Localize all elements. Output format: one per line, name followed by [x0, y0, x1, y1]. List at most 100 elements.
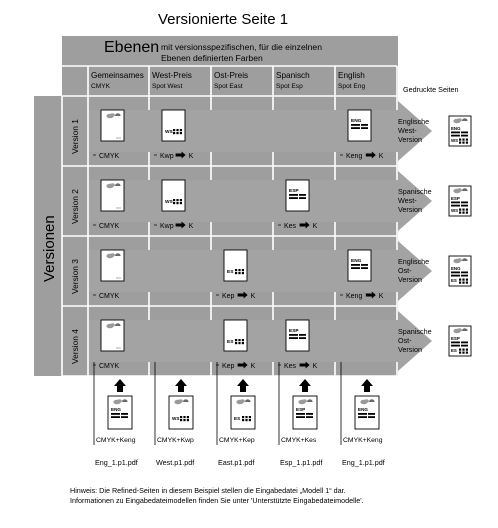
price-dots [238, 272, 241, 275]
text-bars [289, 334, 298, 336]
sun-icon [462, 118, 468, 121]
text-bars [351, 264, 360, 266]
price-dots [462, 138, 465, 141]
price-dots [176, 199, 179, 202]
text-bars [306, 413, 313, 415]
separation-label: Kwp [160, 153, 174, 160]
text-bars [351, 127, 360, 129]
text-bars [451, 134, 460, 137]
separation-label: Kep [222, 363, 235, 370]
version-arrow [89, 311, 432, 371]
printed-price-mark: WS [451, 208, 458, 213]
price-dots [238, 339, 241, 342]
text-bars [361, 267, 368, 269]
text-bars [121, 413, 128, 415]
text-bars [461, 201, 468, 204]
text-bars [451, 201, 460, 204]
layer-spot: Spot Eng [338, 83, 365, 90]
separation-target: K [189, 153, 194, 160]
separation-label: CMYK [99, 153, 120, 160]
separation-label: Keng [346, 293, 362, 300]
eng-mark: ENG [351, 258, 362, 264]
price-dots [462, 348, 465, 351]
esp-mark: ESP [289, 188, 299, 194]
to-arrow [175, 221, 186, 229]
price-dots [465, 351, 468, 354]
cloud-icon [457, 258, 462, 262]
printed-lang-mark: ESP [451, 196, 460, 201]
version-label: Version 1 [70, 119, 80, 154]
version-label: Version 4 [70, 329, 80, 364]
text-bars [351, 267, 360, 269]
printed-lang-mark: ENG [451, 266, 461, 271]
layers-header-frame [62, 36, 398, 66]
layers-heading: Ebenen [104, 39, 159, 56]
printed-page [448, 325, 472, 357]
price-dots [173, 199, 176, 202]
text-bars [368, 416, 375, 418]
layer-page [161, 109, 186, 142]
text-bars [461, 271, 468, 274]
output-version-label: Version [398, 205, 422, 214]
layer-spot: Spot Esp [276, 83, 303, 90]
upload-arrow [237, 379, 249, 392]
price-dots [465, 208, 468, 211]
text-bars [361, 264, 368, 266]
text-bars [299, 334, 306, 336]
separation-label: Kwp [160, 223, 174, 230]
layer-name: Ost-Preis [214, 71, 248, 80]
price-dots [465, 211, 468, 214]
versions-heading: Versionen [41, 215, 58, 282]
version-arrow [89, 241, 432, 301]
output-version-label: Spanische [398, 327, 432, 336]
cloud-icon [457, 118, 462, 122]
text-bars [361, 124, 368, 126]
text-bars [299, 197, 306, 199]
layer-name: Gemeinsames [91, 71, 144, 80]
sun-icon [245, 399, 251, 402]
upload-arrow [175, 379, 187, 392]
output-version-label: Englische [398, 257, 429, 266]
price-dots [459, 278, 462, 281]
separation-target: K [251, 363, 256, 370]
printed-price-mark: ES [451, 348, 457, 353]
output-version-label: Version [398, 275, 422, 284]
text-bars [299, 194, 306, 196]
cloud-icon [240, 399, 245, 403]
input-separations: CMYK+Keng [343, 437, 383, 444]
printed-pages-heading: Gedruckte Seiten [403, 85, 459, 94]
printed-price-mark: WS [451, 138, 458, 143]
to-arrow [237, 291, 248, 299]
input-separations: CMYK+Kep [219, 437, 255, 444]
text-bars [289, 337, 298, 339]
price-dots [245, 419, 248, 422]
to-arrow [365, 291, 376, 299]
sun-icon [462, 188, 468, 191]
separation-target: K [313, 363, 318, 370]
sun-icon [307, 399, 313, 402]
output-version-label: Englische [398, 117, 429, 126]
footnote: Hinweis: Die Refined-Seiten in diesem Be… [70, 486, 490, 505]
upload-arrow [299, 379, 311, 392]
layer-spot: Spot East [214, 83, 243, 90]
price-dots [462, 351, 465, 354]
cloud-icon [110, 253, 115, 257]
eng-mark: ENG [351, 118, 362, 124]
price-dots [242, 416, 245, 419]
text-bars [296, 413, 305, 415]
input-file-name: Esp_1.p1.pdf [280, 458, 322, 467]
text-bars [461, 204, 468, 207]
layer-spot: CMYK [91, 83, 111, 90]
price-dots [459, 141, 462, 144]
upload-arrow [361, 379, 373, 392]
to-arrow [299, 221, 310, 229]
price-dots [186, 419, 189, 422]
text-bars [306, 416, 313, 418]
price-dots [459, 211, 462, 214]
text-bars [289, 194, 298, 196]
text-bars [461, 274, 468, 277]
price-dots [183, 419, 186, 422]
separation-target: K [379, 153, 384, 160]
price-dots [465, 278, 468, 281]
